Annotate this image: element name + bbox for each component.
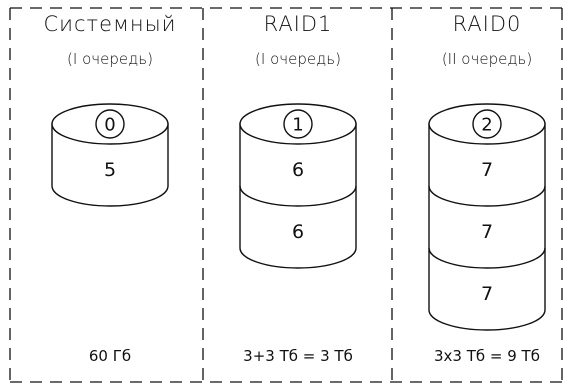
disk-value: 7 <box>481 283 493 305</box>
disk-value: 6 <box>292 221 304 243</box>
column-subtitle: (II очередь) <box>442 50 532 68</box>
capacity-label: 3x3 Тб = 9 Тб <box>434 347 540 365</box>
disk-value: 7 <box>481 221 493 243</box>
disk-stack: 2 7 7 7 <box>428 103 546 331</box>
queue-number-label: 1 <box>292 115 303 136</box>
disk-separator <box>428 185 546 207</box>
queue-number-circle <box>283 109 313 139</box>
queue-number-circle <box>95 109 125 139</box>
disk-stack-body <box>428 123 546 331</box>
column-1: RAID1 (I очередь) 1 6 6 3+3 Тб = 3 Тб <box>239 12 357 365</box>
disk-separator <box>239 185 357 207</box>
disk-value: 7 <box>481 159 493 181</box>
column-title: RAID0 <box>453 12 522 36</box>
disk-value: 6 <box>292 159 304 181</box>
queue-number-circle <box>472 109 502 139</box>
disk-value: 5 <box>104 159 116 181</box>
column-2: RAID0 (II очередь) 2 7 7 7 3x3 Тб = 9 Тб <box>428 12 546 365</box>
column-title: RAID1 <box>264 12 333 36</box>
column-title: Системный <box>44 12 177 36</box>
queue-number-label: 0 <box>104 115 115 136</box>
capacity-label: 3+3 Тб = 3 Тб <box>243 347 353 365</box>
disk-stack-body <box>51 123 169 207</box>
column-subtitle: (I очередь) <box>255 50 341 68</box>
disk-stack: 05 <box>51 103 169 207</box>
disk-separator <box>428 247 546 269</box>
queue-number-label: 2 <box>481 115 492 136</box>
dashed-frame <box>9 7 563 383</box>
column-subtitle: (I очередь) <box>67 50 153 68</box>
capacity-label: 60 Гб <box>89 347 131 365</box>
disk-stack-body <box>239 123 357 269</box>
disk-stack: 1 6 6 <box>239 103 357 269</box>
